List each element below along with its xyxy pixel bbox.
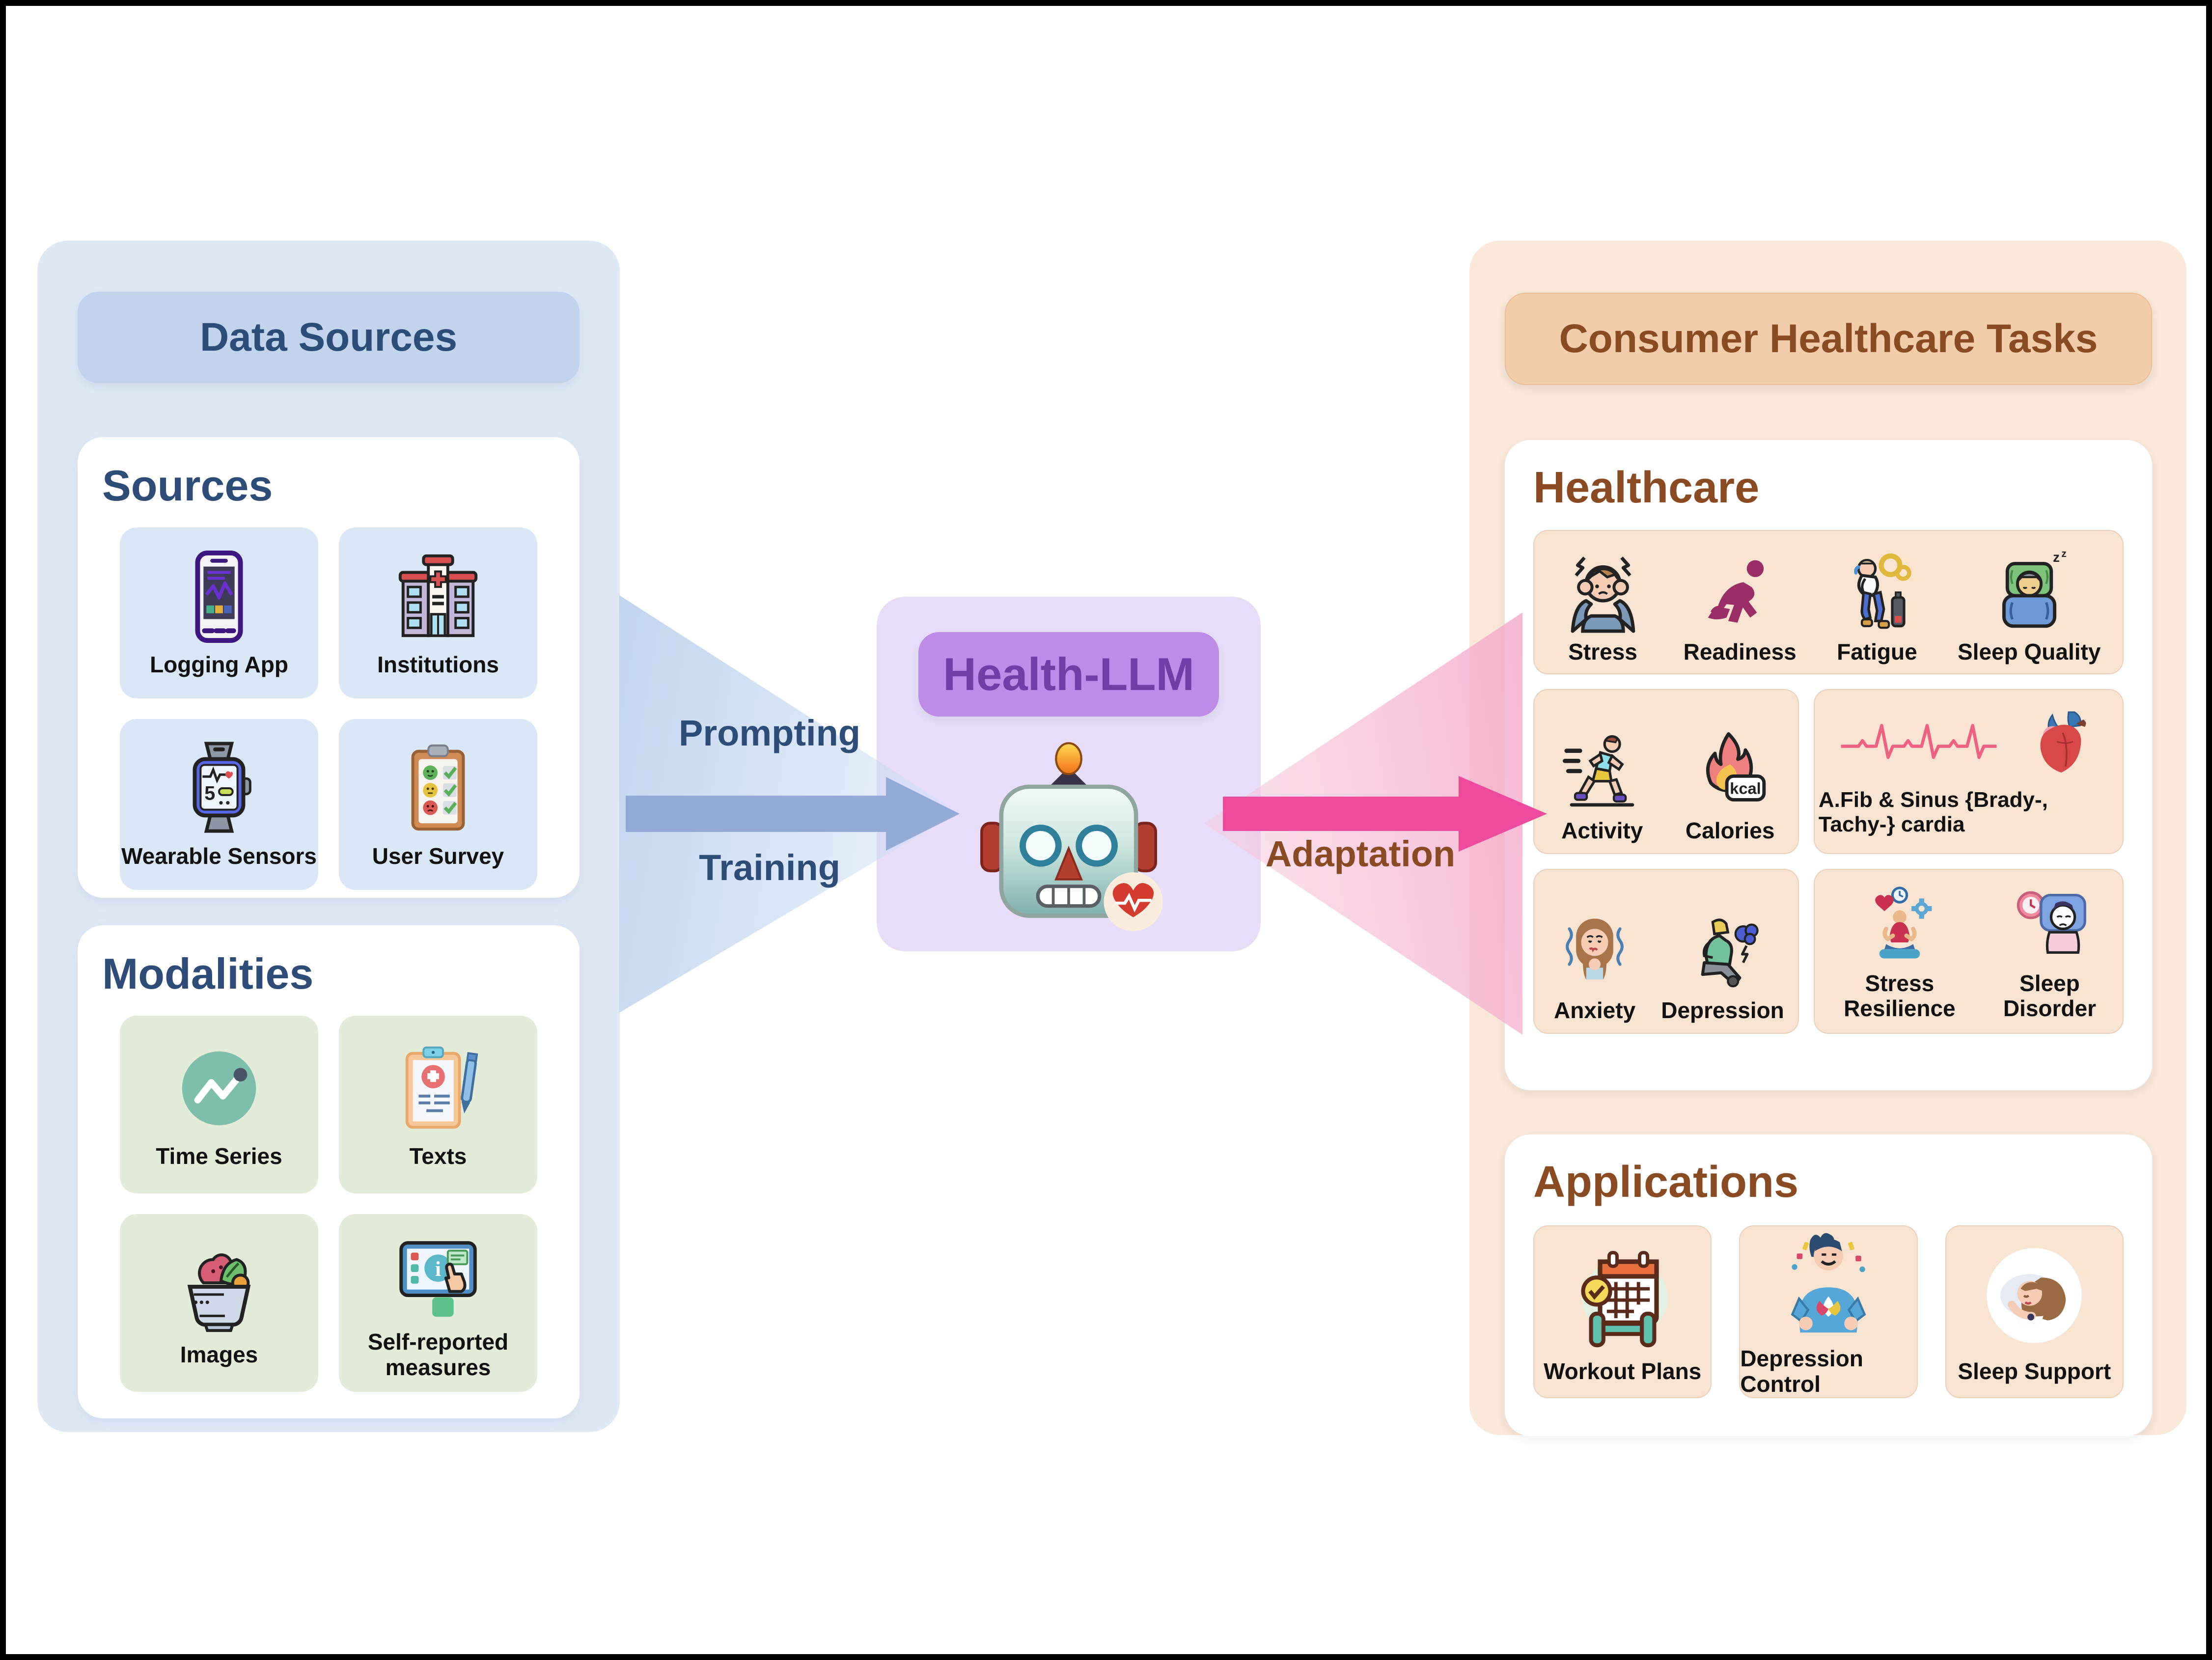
afib-label: A.Fib & Sinus {Brady-, Tachy-} cardia [1818,788,2048,836]
consumer-tasks-header: Consumer Healthcare Tasks [1505,293,2152,385]
data-sources-header-label: Data Sources [199,315,458,360]
healthcare-row3: Anxiety [1533,869,2124,1034]
applications-row: Workout Plans [1533,1225,2124,1398]
consumer-tasks-panel: Consumer Healthcare Tasks Healthcare [1469,241,2186,1436]
svg-text:kcal: kcal [1730,779,1761,798]
modality-card-texts: Texts [339,1016,537,1193]
medical-report-icon [405,1047,478,1129]
task-readiness: Readiness [1684,540,1797,664]
source-card-logging-app: Logging App [120,527,318,698]
svg-text:z: z [2053,550,2060,565]
source-label: Logging App [150,652,288,678]
data-sources-header: Data Sources [78,292,580,383]
sleeping-woman-icon [1987,1248,2082,1343]
applications-title: Applications [1533,1158,1799,1207]
modalities-grid: Time Series [102,1016,555,1392]
modalities-box: Modalities Time Series [78,925,580,1418]
afib-icons [1819,706,2119,780]
task-anxiety: Anxiety [1548,880,1641,1023]
applications-box: Applications [1505,1134,2152,1436]
source-label: User Survey [372,843,504,869]
source-card-institutions: Institutions [339,527,537,698]
app-card-workout-plans: Workout Plans [1533,1225,1712,1398]
tablet-input-icon: i [399,1241,477,1317]
robot-wrap [970,736,1167,935]
task-activity: Activity [1555,700,1649,843]
prompting-label: Prompting [679,713,860,753]
sources-grid: Logging App [102,527,555,890]
salad-bowl-icon [187,1253,251,1332]
ecg-wave-icon [1841,724,1997,759]
healthcare-row2-right-card: A.Fib & Sinus {Brady-, Tachy-} cardia [1813,689,2124,854]
data-sources-panel: Data Sources Sources [37,241,620,1432]
healthcare-row3-left-card: Anxiety [1533,869,1799,1034]
modality-label: Self-reported measures [367,1329,509,1380]
svg-text:i: i [435,1257,441,1281]
runner-icon [1563,735,1634,807]
health-llm-header: Health-LLM [918,632,1219,717]
svg-text:5: 5 [204,783,215,804]
modality-card-images: Images [120,1214,318,1392]
sprinter-icon [1708,560,1764,623]
healthcare-row2: Activity kcal Calories [1533,689,2124,854]
robot-face-icon [980,742,1163,932]
modality-label: Images [180,1342,258,1368]
task-calories: kcal Calories [1684,700,1777,843]
smartwatch-icon: 5 [193,742,251,833]
task-stress-resilience: Stress Resilience [1819,882,1981,1021]
time-series-icon [182,1051,256,1126]
consumer-tasks-header-label: Consumer Healthcare Tasks [1559,316,2098,361]
workout-calendar-icon [1581,1251,1668,1348]
healthcare-row3-right-card: Stress Resilience [1813,869,2124,1034]
task-fatigue: Fatigue [1830,540,1924,664]
anxious-woman-icon [1566,919,1624,980]
blue-arrow [626,777,960,851]
insomnia-icon [2017,891,2087,954]
app-label: Workout Plans [1544,1358,1702,1384]
stressed-person-icon [1571,556,1635,633]
task-depression: Depression [1661,880,1784,1023]
sleeping-bed-icon: z z [2002,550,2066,628]
kcal-flame-icon: kcal [1706,732,1766,802]
healthcare-row1-card: Stress Readiness [1533,530,2124,674]
task-sleep-disorder: Sleep Disorder [1981,882,2119,1021]
heart-organ-icon [2040,711,2086,773]
modality-label: Time Series [156,1143,282,1169]
healthcare-box: Healthcare [1505,440,2152,1090]
survey-clipboard-icon [411,745,465,831]
hospital-icon [398,554,478,637]
app-card-depression-control: Depression Control [1739,1225,1918,1398]
happy-person-lotus-icon [1791,1233,1866,1333]
task-sleep-quality: z z Sleep Quality [1958,540,2101,664]
depressed-person-icon [1701,918,1759,988]
app-label: Depression Control [1740,1346,1863,1397]
healthcare-row2-left-card: Activity kcal Calories [1533,689,1799,854]
source-label: Institutions [377,652,499,678]
tired-person-icon [1854,553,1911,629]
source-card-user-survey: User Survey [339,719,537,890]
modality-card-self-reported: i Self-reported measures [339,1214,537,1392]
modalities-title: Modalities [102,949,314,998]
healthcare-title: Healthcare [1533,463,1760,512]
adaptation-label: Adaptation [1265,833,1456,874]
resilience-sleep-icons: Stress Resilience [1819,882,2119,1021]
training-label: Training [699,847,840,888]
modality-card-time-series: Time Series [120,1016,318,1193]
modality-label: Texts [409,1143,467,1169]
source-card-wearable-sensors: 5 Wearable Sensors [120,719,318,890]
heart-pulse-icon [1104,872,1163,932]
app-label: Sleep Support [1958,1358,2111,1384]
source-label: Wearable Sensors [121,843,317,869]
smartphone-logging-icon [195,551,243,643]
sources-title: Sources [102,461,273,510]
sources-box: Sources [78,437,580,898]
health-llm-title: Health-LLM [943,648,1194,700]
task-stress: Stress [1556,540,1650,664]
svg-text:z: z [2061,550,2066,559]
meditation-icon [1875,886,1932,959]
app-card-sleep-support: Sleep Support [1945,1225,2124,1398]
